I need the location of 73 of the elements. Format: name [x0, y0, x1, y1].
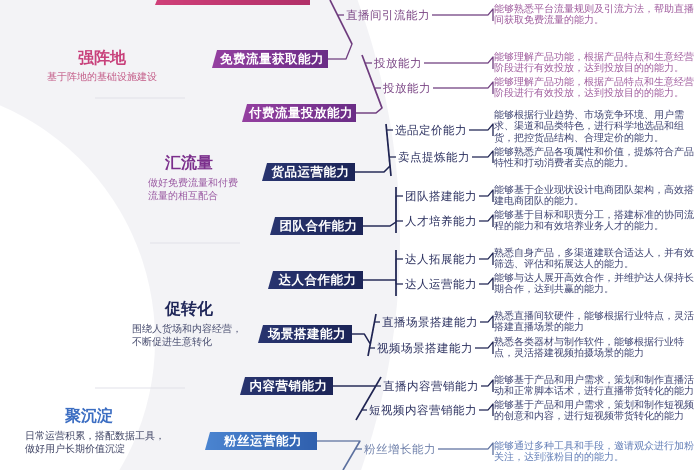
description-text: 熟悉自身产品，多渠道建联合适达人，并有效筛选、评估和拓展达人的能力。	[494, 248, 696, 270]
capability-banner: 货品运营能力	[262, 163, 355, 181]
capability-text: 卖点提炼能力	[396, 149, 472, 165]
connector-line	[469, 123, 494, 136]
connector-line	[363, 279, 403, 285]
section-description: 围绕人货场和内容经营，不断促进生意转化	[132, 323, 243, 349]
description-text: 能够基于目标和职责分工，搭建标准的协同流程的能力和有效培养业务人才的能力。	[494, 210, 696, 232]
bracket-line	[355, 376, 382, 420]
capability-banner: 场景搭建能力	[258, 325, 352, 343]
capability-text: 直播间引流能力	[344, 7, 432, 23]
description-text: 能够基于产品和用户需求，策划和制作直播活动和正常脚本话术，进行直播带货转化的能力	[494, 374, 696, 398]
connector-line	[356, 87, 383, 114]
description-text: 能够根据行业趋势、市场竞争环境、用户需求、渠道和品类特色，进行科学地选品和组货，把控货品结构、合理定价的能力。	[494, 110, 696, 144]
capability-banner: 内容营销能力	[240, 377, 333, 395]
description-text: 熟悉各类器材与制作软件，能够根据行业特点，灵活搭建视频拍摄场景的能力	[494, 336, 696, 360]
capability-text: 短视频内容营销能力	[367, 402, 479, 418]
capability-banner: 免费流量获取能力	[212, 50, 328, 68]
connector-line	[424, 56, 494, 69]
section-description: 做好免费流量和付费流量的相互配合	[148, 177, 239, 203]
connector-line	[481, 379, 494, 392]
capability-banner: 达人合作能力	[268, 271, 363, 289]
capability-text: 人才培养能力	[403, 213, 479, 229]
connector-line	[475, 341, 494, 354]
description-text: 能够基于企业现状设计电商团队架构，高效搭建电商团队的能力。	[494, 184, 696, 208]
capability-text: 投放能力	[372, 55, 424, 71]
description-text: 能够通过多种工具和手段，邀请观众进行加粉关注，达到涨粉目的的能力。	[494, 440, 696, 464]
connector-line	[363, 220, 403, 227]
capability-banner: 团队合作能力	[270, 217, 363, 235]
connector-line	[355, 156, 396, 173]
connector-line	[472, 150, 494, 163]
capability-banner: 粉丝运营能力	[205, 432, 317, 450]
bracket-line	[395, 187, 397, 233]
section-heading: 汇流量	[165, 153, 213, 174]
connector-line	[480, 315, 494, 328]
bracket-line	[361, 54, 383, 108]
capability-text: 视频场景搭建能力	[375, 340, 475, 356]
description-text: 能够理解产品功能，根据产品特点和生意经营阶段进行有效投放，达到投放目的的能力。	[494, 52, 696, 74]
section-description: 基于阵地的基础设施建设	[47, 70, 157, 84]
capability-text: 选品定价能力	[393, 122, 469, 138]
connector-line	[328, 14, 353, 60]
bracket-line	[395, 250, 397, 296]
connector-line	[352, 333, 375, 349]
section-description: 日常运营积累，搭配数据工具，做好用户长期价值沉淀	[25, 430, 166, 456]
description-text: 能够熟悉产品各项属性和价值，提炼符合产品特性和打动消费者卖点的能力。	[494, 146, 696, 170]
capability-text: 直播场景搭建能力	[380, 314, 480, 330]
capability-text: 团队搭建能力	[403, 188, 479, 204]
capability-text: 达人运营能力	[403, 276, 479, 292]
connector-line	[433, 81, 494, 94]
capability-text: 达人拓展能力	[403, 251, 479, 267]
connector-line	[479, 403, 494, 416]
connector-line	[479, 252, 494, 265]
section-heading: 强阵地	[78, 48, 126, 69]
connector-line	[479, 189, 494, 202]
bracket-line	[367, 314, 377, 356]
description-text: 能够基于产品和用户需求，策划和制作短视频的创意和内容，进行短视频带货转化的能力	[494, 400, 696, 422]
banner-bar	[155, 0, 310, 5]
connector-line	[438, 442, 494, 455]
connector-line	[479, 277, 494, 290]
capability-text: 粉丝增长能力	[362, 441, 438, 457]
description-text: 能够与达人展开高效合作，并维护达人保持长期合作，达到共赢的能力。	[494, 272, 696, 296]
capability-banner: 付费流量投放能力	[242, 104, 356, 122]
capability-text: 投放能力	[381, 80, 433, 96]
connector-line	[317, 440, 362, 450]
connector-line	[479, 214, 494, 227]
section-heading: 促转化	[165, 299, 213, 320]
capability-text: 直播内容营销能力	[381, 378, 481, 394]
connector-line	[432, 8, 494, 21]
connector-line	[333, 385, 376, 411]
description-text: 能够理解产品功能，根据产品特点和生意经营阶段进行有效投放，达到投放目的的能力。	[494, 76, 696, 100]
description-text: 能够熟悉平台流量规则及引流方法，帮助直播间获取免费流量的能力。	[494, 4, 696, 26]
description-text: 熟悉直播间软硬件，能够根据行业特点，灵活搭建直播场景的能力	[494, 310, 696, 334]
bracket-line	[385, 124, 392, 176]
section-heading: 聚沉淀	[65, 406, 113, 427]
